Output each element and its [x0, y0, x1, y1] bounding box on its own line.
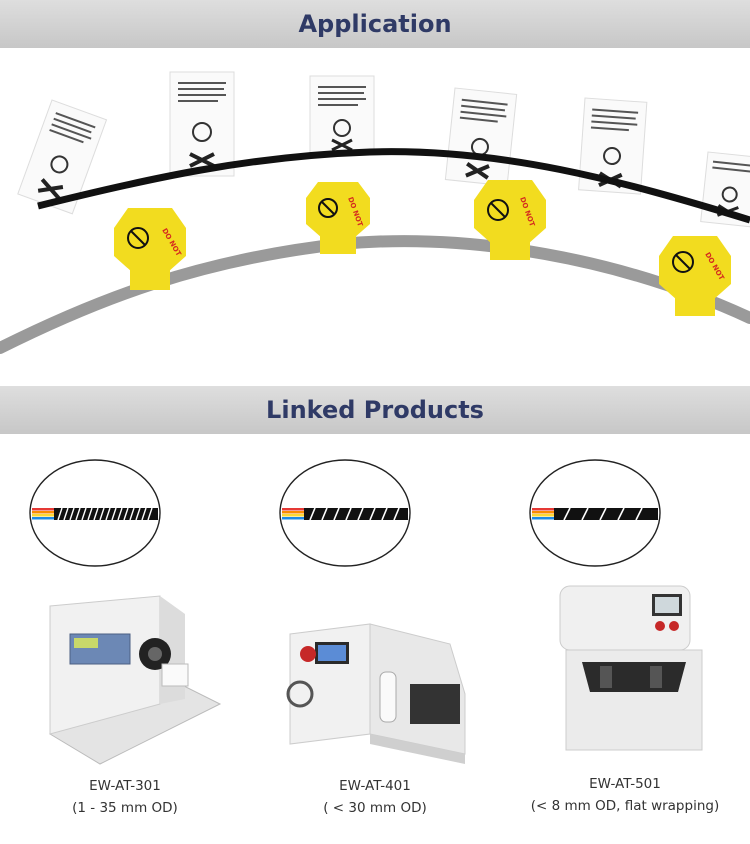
product-model: EW-AT-401: [339, 778, 411, 794]
product-card-ew-at-401[interactable]: EW-AT-401 ( < 30 mm OD): [250, 456, 500, 844]
product-model: EW-AT-501: [589, 776, 661, 792]
product-model: EW-AT-301: [89, 778, 161, 794]
ew-at-501-machine-image: [559, 585, 703, 751]
ew-at-401-machine-image: [286, 623, 466, 764]
product-card-ew-at-301[interactable]: EW-AT-301 (1 - 35 mm OD): [0, 456, 250, 844]
product-spec: (1 - 35 mm OD): [72, 800, 178, 816]
product-spec: ( < 30 mm OD): [323, 800, 427, 816]
wrap-pattern-medium-icon: [279, 459, 411, 567]
application-section-banner: Application: [0, 0, 750, 48]
cable-tag-illustration: DO NOT DO NOT DO NOT DO NO: [0, 71, 750, 354]
wrap-pattern-tight-icon: [29, 459, 161, 567]
product-spec: (< 8 mm OD, flat wrapping): [530, 798, 720, 814]
grey-cable: [0, 235, 750, 354]
linked-products-section-banner: Linked Products: [0, 386, 750, 434]
linked-products-heading: Linked Products: [266, 396, 484, 424]
application-image: DO NOT DO NOT DO NOT DO NO: [0, 48, 750, 386]
cable-core-colors: [32, 508, 54, 520]
black-cable: [37, 148, 750, 224]
product-card-ew-at-501[interactable]: EW-AT-501 (< 8 mm OD, flat wrapping): [500, 456, 750, 844]
ew-at-301-machine-image: [48, 595, 222, 765]
yellow-warning-tags: DO NOT DO NOT DO NOT DO NO: [114, 180, 731, 316]
application-heading: Application: [298, 10, 452, 38]
wrap-pattern-flat-icon: [529, 459, 661, 567]
